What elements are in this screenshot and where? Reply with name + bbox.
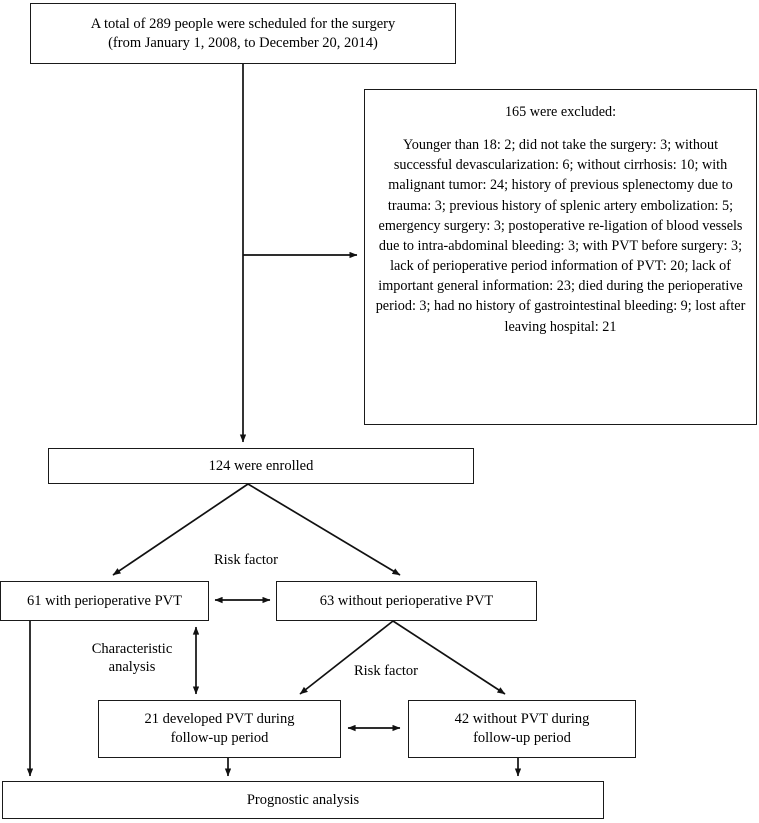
node-prognostic-analysis: Prognostic analysis xyxy=(2,781,604,819)
node-developed-pvt-line1: 21 developed PVT during xyxy=(144,711,295,728)
connector-without-pvt-to-no-pvt-followup xyxy=(392,620,506,695)
node-prognostic-label: Prognostic analysis xyxy=(246,791,360,808)
node-excluded: 165 were excluded: Younger than 18: 2; d… xyxy=(364,89,757,425)
edge-label-risk-factor-top: Risk factor xyxy=(213,552,279,568)
connector-without-pvt-to-developed xyxy=(299,620,394,695)
node-scheduled-line1: A total of 289 people were scheduled for… xyxy=(90,15,396,32)
node-no-pvt-followup-line2: follow-up period xyxy=(473,730,571,746)
node-developed-pvt-followup: 21 developed PVT during follow-up period xyxy=(98,700,341,758)
edge-label-risk-factor-bottom: Risk factor xyxy=(353,663,419,679)
node-no-pvt-followup: 42 without PVT during follow-up period xyxy=(408,700,636,758)
edge-label-characteristic-analysis: Characteristic analysis xyxy=(91,641,173,676)
node-excluded-header: 165 were excluded: xyxy=(504,104,617,120)
node-with-perioperative-pvt: 61 with perioperative PVT xyxy=(0,581,209,621)
node-scheduled: A total of 289 people were scheduled for… xyxy=(30,3,456,64)
node-enrolled: 124 were enrolled xyxy=(48,448,474,484)
node-without-pvt-label: 63 without perioperative PVT xyxy=(319,592,494,609)
node-enrolled-label: 124 were enrolled xyxy=(208,457,314,474)
node-without-perioperative-pvt: 63 without perioperative PVT xyxy=(276,581,537,621)
node-excluded-body: Younger than 18: 2; did not take the sur… xyxy=(375,137,746,335)
node-no-pvt-followup-line1: 42 without PVT during xyxy=(454,711,590,728)
node-developed-pvt-line2: follow-up period xyxy=(170,730,269,746)
node-with-pvt-label: 61 with perioperative PVT xyxy=(26,592,183,609)
node-scheduled-line2: (from January 1, 2008, to December 20, 2… xyxy=(108,34,378,51)
